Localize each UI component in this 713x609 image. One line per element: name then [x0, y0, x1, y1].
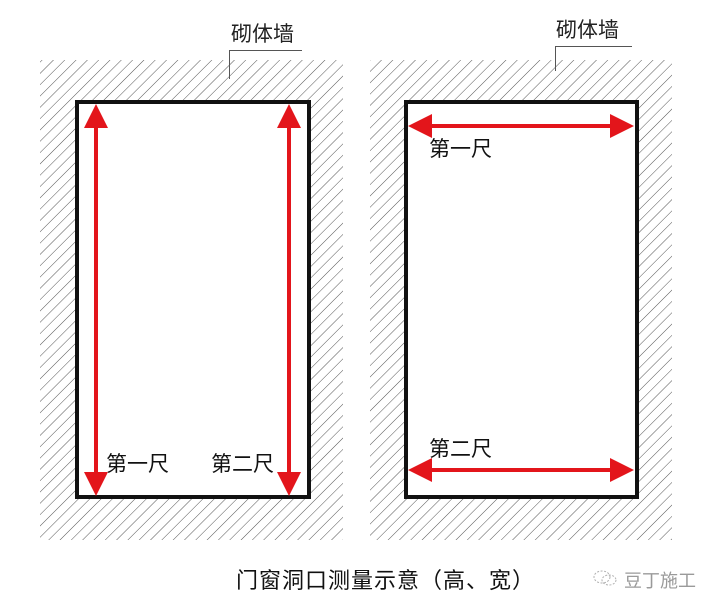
figure-caption: 门窗洞口测量示意（高、宽）	[236, 569, 536, 594]
wall-label-leader-right	[555, 46, 632, 71]
wall-label-right: 砌体墙	[556, 18, 619, 42]
opening-frame-right	[404, 100, 639, 499]
label-first-measure-width: 第一尺	[429, 137, 492, 161]
watermark: 豆丁施工	[592, 567, 696, 593]
watermark-text: 豆丁施工	[624, 571, 696, 592]
label-second-measure-height: 第二尺	[211, 452, 274, 476]
label-second-measure-width: 第二尺	[429, 437, 492, 461]
wall-label-leader-left	[229, 50, 302, 79]
label-first-measure-height: 第一尺	[106, 452, 169, 476]
opening-frame-left	[75, 100, 311, 499]
wechat-bubble-icon	[592, 568, 618, 593]
wall-label-left: 砌体墙	[231, 22, 294, 46]
